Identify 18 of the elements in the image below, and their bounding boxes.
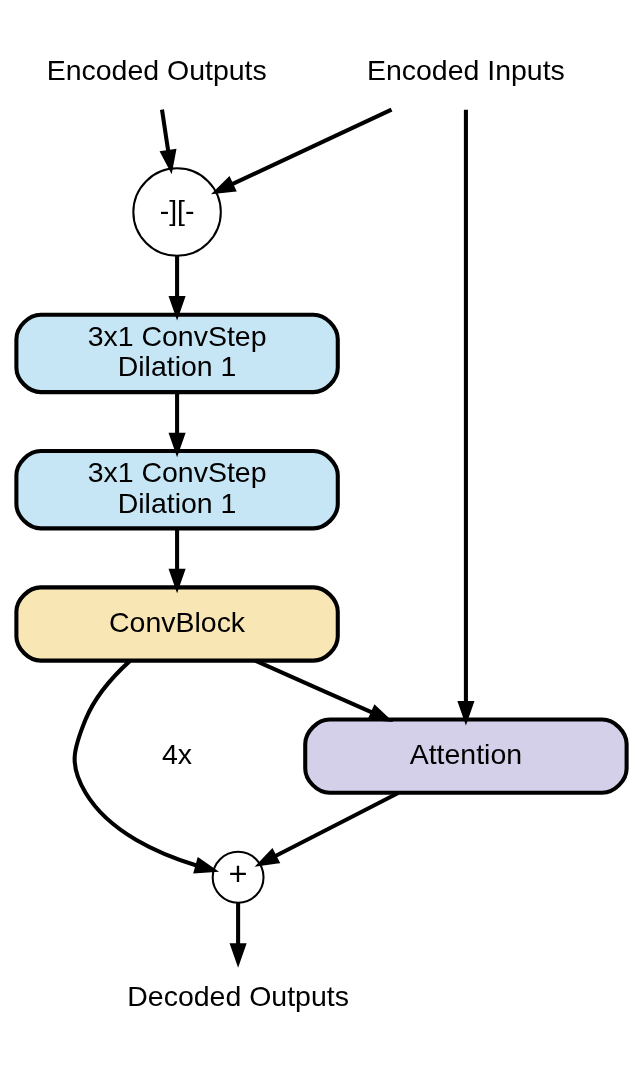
arrow <box>229 902 247 968</box>
arrow <box>254 658 394 722</box>
label: 4x <box>162 737 193 770</box>
node-text: Decoded Outputs <box>127 979 349 1012</box>
arrow <box>457 109 475 725</box>
node-text: Encoded Inputs <box>366 53 565 86</box>
arrow <box>168 391 186 457</box>
node-circle: + <box>211 850 265 904</box>
node-box: ConvBlock <box>14 584 340 663</box>
node-box: Attention <box>303 717 629 795</box>
arrow <box>159 108 177 174</box>
node-circle: -][- <box>132 166 222 257</box>
arrow <box>168 528 186 593</box>
arrow <box>211 107 393 194</box>
node-box: 3x1 ConvStep Dilation 1 <box>14 448 340 530</box>
arrow <box>168 255 186 321</box>
node-text: Encoded Outputs <box>46 53 267 86</box>
node-box: 3x1 ConvStep Dilation 1 <box>14 312 340 394</box>
